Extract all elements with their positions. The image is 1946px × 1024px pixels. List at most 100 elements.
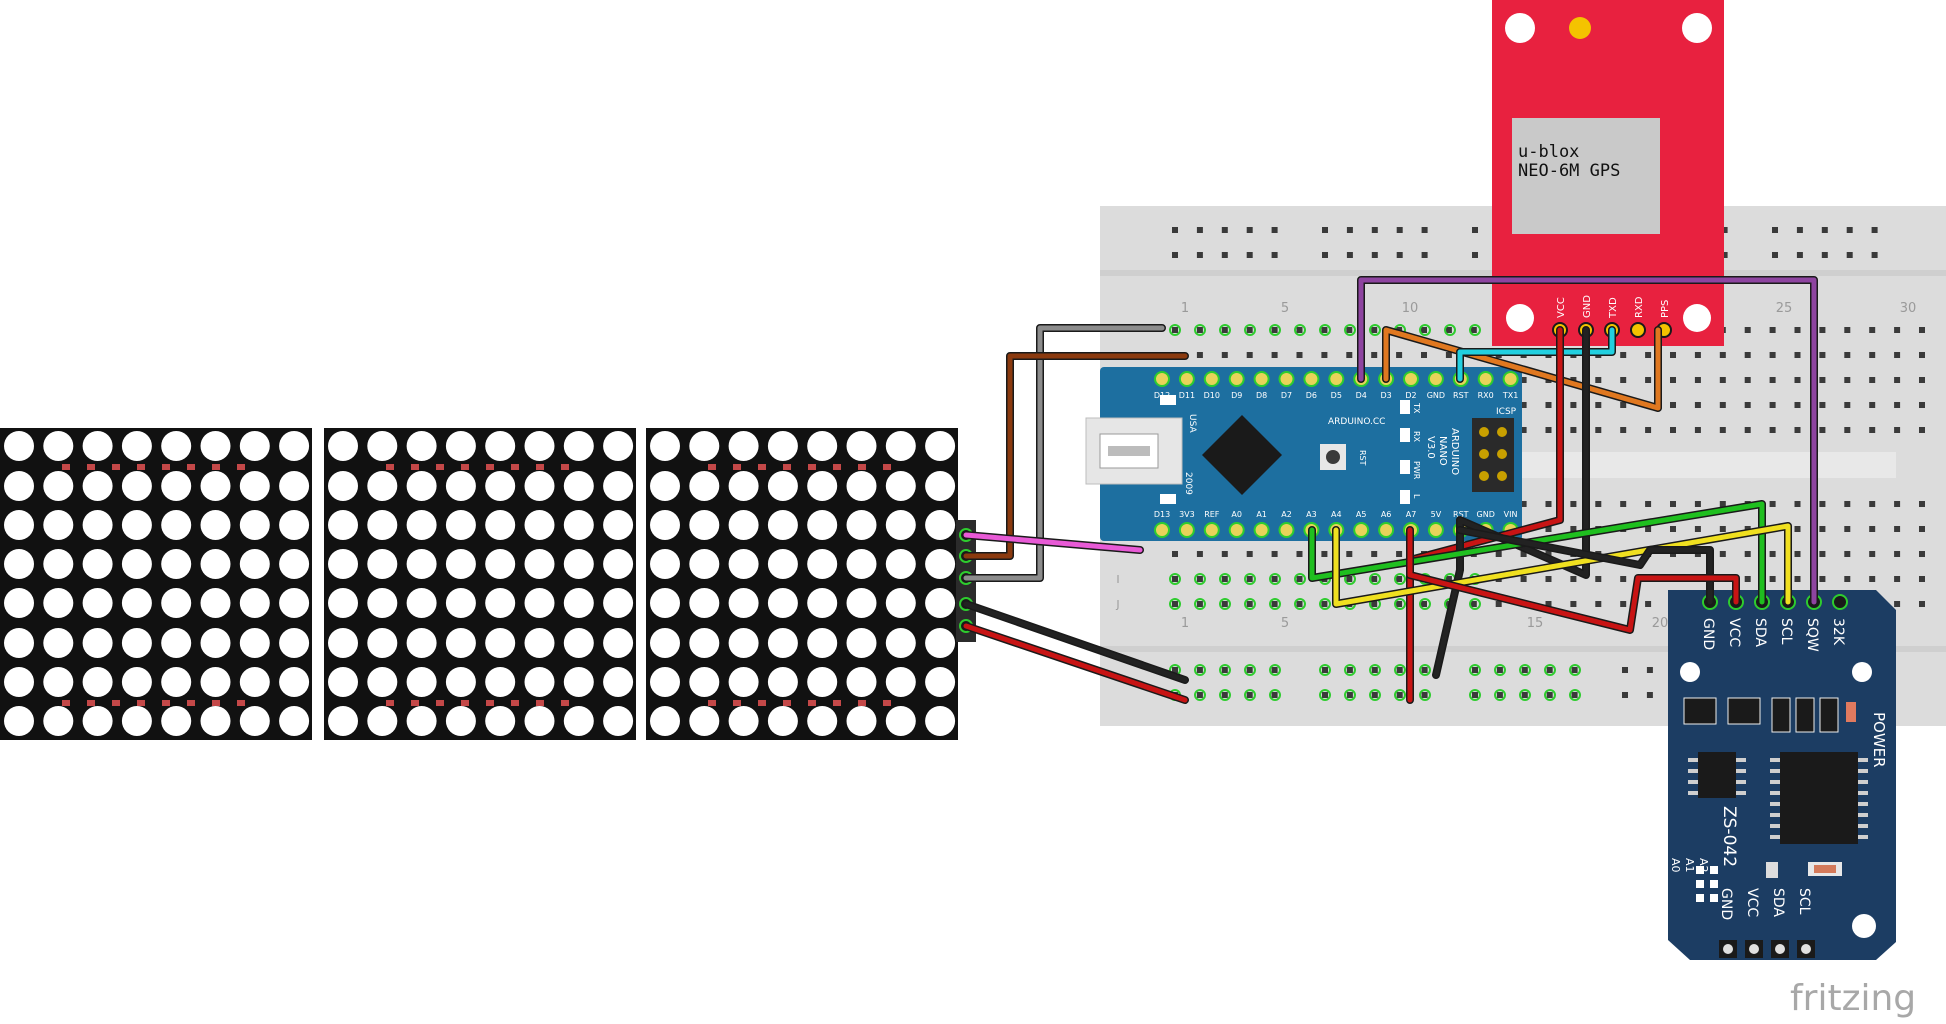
matrix-led: [200, 471, 231, 501]
led-matrix-chain: [0, 428, 958, 740]
matrix-pad: [511, 464, 519, 470]
orange-wire: [1383, 327, 1661, 411]
nano-pin: [1178, 522, 1195, 538]
terminal-hole: [1894, 576, 1901, 582]
matrix-led: [807, 510, 838, 540]
matrix-led: [650, 706, 680, 736]
connected-hole: [1344, 689, 1356, 701]
rail-hole: [1496, 692, 1503, 698]
ds3231-chip: [1780, 752, 1858, 844]
chip-leg: [1736, 791, 1746, 795]
matrix-led: [367, 431, 398, 461]
terminal-hole: [1670, 427, 1676, 433]
connected-hole: [1219, 689, 1231, 701]
nano-pin: [1353, 522, 1370, 538]
terminal-hole: [1894, 551, 1901, 557]
matrix-led: [328, 471, 358, 501]
led-label: RX: [1412, 431, 1421, 443]
matrix-led: [367, 588, 398, 618]
connected-hole: [1494, 689, 1506, 701]
terminal-hole: [1371, 576, 1378, 582]
terminal-hole: [1844, 377, 1851, 383]
terminal-hole: [1819, 501, 1826, 507]
matrix-led: [846, 510, 877, 540]
matrix-pad: [758, 700, 766, 706]
matrix-led: [885, 471, 916, 501]
matrix-led: [239, 549, 270, 579]
terminal-hole: [1719, 352, 1726, 358]
matrix-led: [524, 549, 555, 579]
matrix-pad: [486, 700, 494, 706]
matrix-pad: [386, 700, 394, 706]
matrix-pad: [411, 700, 419, 706]
terminal-hole: [1196, 352, 1203, 358]
connected-hole: [1269, 664, 1281, 676]
led-rx: [1400, 428, 1410, 442]
icsp-pin: [1479, 471, 1489, 481]
connected-hole: [1194, 664, 1206, 676]
matrix-led: [485, 588, 516, 618]
terminal-hole: [1694, 427, 1701, 433]
connected-hole: [1294, 324, 1306, 336]
chip-leg: [1770, 791, 1780, 795]
matrix-led: [239, 667, 270, 697]
terminal-hole: [1794, 551, 1801, 557]
terminal-hole: [1894, 526, 1901, 532]
rail-hole: [1622, 667, 1628, 673]
terminal-hole: [1221, 551, 1228, 557]
matrix-led: [603, 431, 634, 461]
matrix-led: [885, 549, 916, 579]
matrix-led: [200, 588, 231, 618]
icsp-pin: [1497, 449, 1507, 459]
terminal-hole: [1694, 402, 1701, 408]
matrix-led: [4, 706, 34, 736]
matrix-led: [161, 510, 192, 540]
matrix-pad: [212, 700, 220, 706]
matrix-pad: [708, 700, 716, 706]
terminal-hole: [1620, 352, 1627, 358]
matrix-led: [885, 667, 916, 697]
nano-pin-label: A6: [1381, 510, 1392, 519]
matrix-led: [524, 588, 555, 618]
mounting-hole: [1852, 914, 1876, 938]
rail-hole: [1396, 667, 1403, 673]
terminal-hole: [1246, 576, 1253, 582]
column-number: 5: [1281, 616, 1289, 631]
connected-hole: [1244, 664, 1256, 676]
rail-hole: [1221, 692, 1228, 698]
matrix-led: [603, 706, 634, 736]
matrix-led: [728, 431, 759, 461]
connected-hole: [1569, 664, 1581, 676]
matrix-pad: [162, 464, 170, 470]
matrix-led: [485, 549, 516, 579]
connected-hole: [1319, 664, 1331, 676]
matrix-led: [925, 628, 956, 658]
connected-hole: [1319, 689, 1331, 701]
terminal-hole: [1172, 576, 1178, 582]
address-pad: [1710, 880, 1718, 888]
terminal-hole: [1595, 402, 1602, 408]
rail-hole: [1271, 667, 1278, 673]
matrix-led: [524, 706, 555, 736]
matrix-led: [200, 628, 231, 658]
matrix-led: [650, 510, 680, 540]
rtc-pin: [1832, 594, 1848, 610]
nano-pin: [1253, 371, 1270, 387]
terminal-hole: [1919, 551, 1925, 557]
matrix-led: [4, 549, 34, 579]
terminal-hole: [1520, 427, 1527, 433]
terminal-hole: [1221, 352, 1228, 358]
nano-pin-label: TX1: [1502, 391, 1518, 400]
matrix-led: [328, 431, 358, 461]
rail-hole: [1346, 252, 1353, 258]
connected-hole: [1269, 573, 1281, 585]
icsp-pin: [1479, 427, 1489, 437]
matrix-led: [925, 706, 956, 736]
rail-hole: [1472, 692, 1478, 698]
matrix-led: [689, 667, 720, 697]
rail-hole: [1396, 227, 1403, 233]
matrix-led: [485, 510, 516, 540]
terminal-hole: [1321, 551, 1328, 557]
matrix-pad: [536, 464, 544, 470]
matrix-led: [82, 628, 113, 658]
